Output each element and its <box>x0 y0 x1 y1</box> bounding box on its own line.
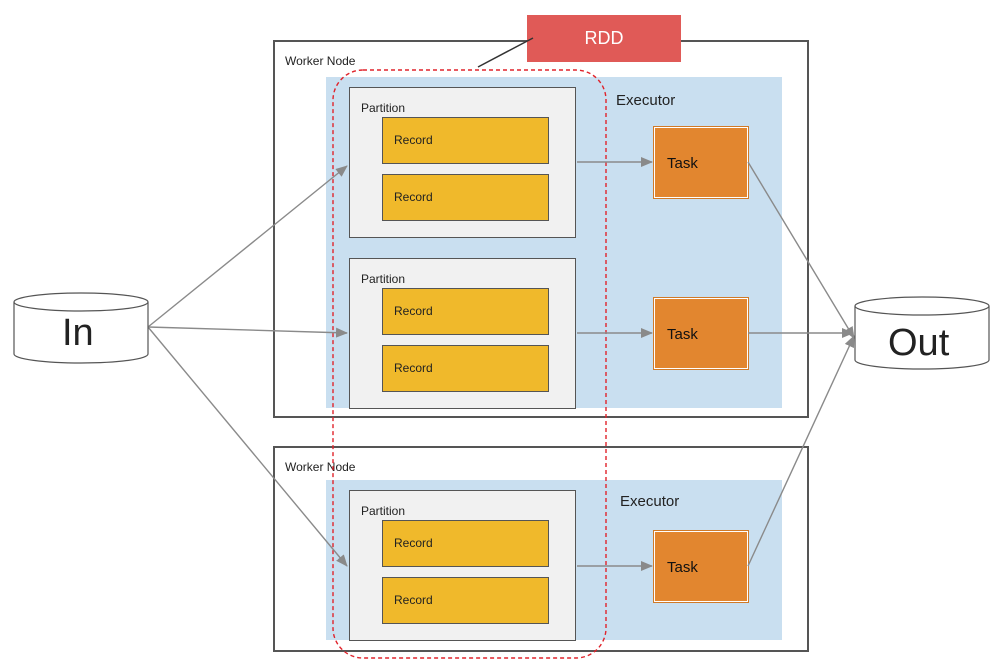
executor-label: Executor <box>620 493 680 510</box>
arrow-in-to-partition-2 <box>147 326 348 338</box>
record: Record <box>382 117 549 164</box>
arrow-task-3-to-out <box>747 335 855 567</box>
rdd-connector <box>477 37 534 68</box>
record: Record <box>382 577 549 624</box>
output-label: Out <box>888 322 950 364</box>
record: Record <box>382 345 549 392</box>
rdd-outline <box>332 69 607 659</box>
record-label: Record <box>394 361 433 375</box>
input-label: In <box>62 312 94 354</box>
record-label: Record <box>394 133 433 147</box>
record: Record <box>382 174 549 221</box>
partition-label: Partition <box>361 272 406 286</box>
executor-label: Executor <box>616 92 676 109</box>
record-label: Record <box>394 593 433 607</box>
input-database-icon <box>13 292 149 364</box>
record-label: Record <box>394 190 433 204</box>
arrow-in-to-partition-1 <box>147 165 348 328</box>
task-label: Task <box>667 326 698 343</box>
record-label: Record <box>394 304 433 318</box>
record-label: Record <box>394 536 433 550</box>
rdd-label: RDD <box>527 15 681 62</box>
partition-label: Partition <box>361 504 406 518</box>
record: Record <box>382 520 549 567</box>
task: Task <box>654 531 748 602</box>
task-label: Task <box>667 559 698 576</box>
output-database-icon <box>854 296 990 370</box>
task: Task <box>654 298 748 369</box>
task-label: Task <box>667 155 698 172</box>
worker-node-label: Worker Node <box>285 54 356 68</box>
partition-label: Partition <box>361 101 406 115</box>
arrow-in-to-partition-3 <box>147 326 348 567</box>
record: Record <box>382 288 549 335</box>
task: Task <box>654 127 748 198</box>
arrow-task-1-to-out <box>747 161 855 339</box>
worker-node-label: Worker Node <box>285 460 356 474</box>
